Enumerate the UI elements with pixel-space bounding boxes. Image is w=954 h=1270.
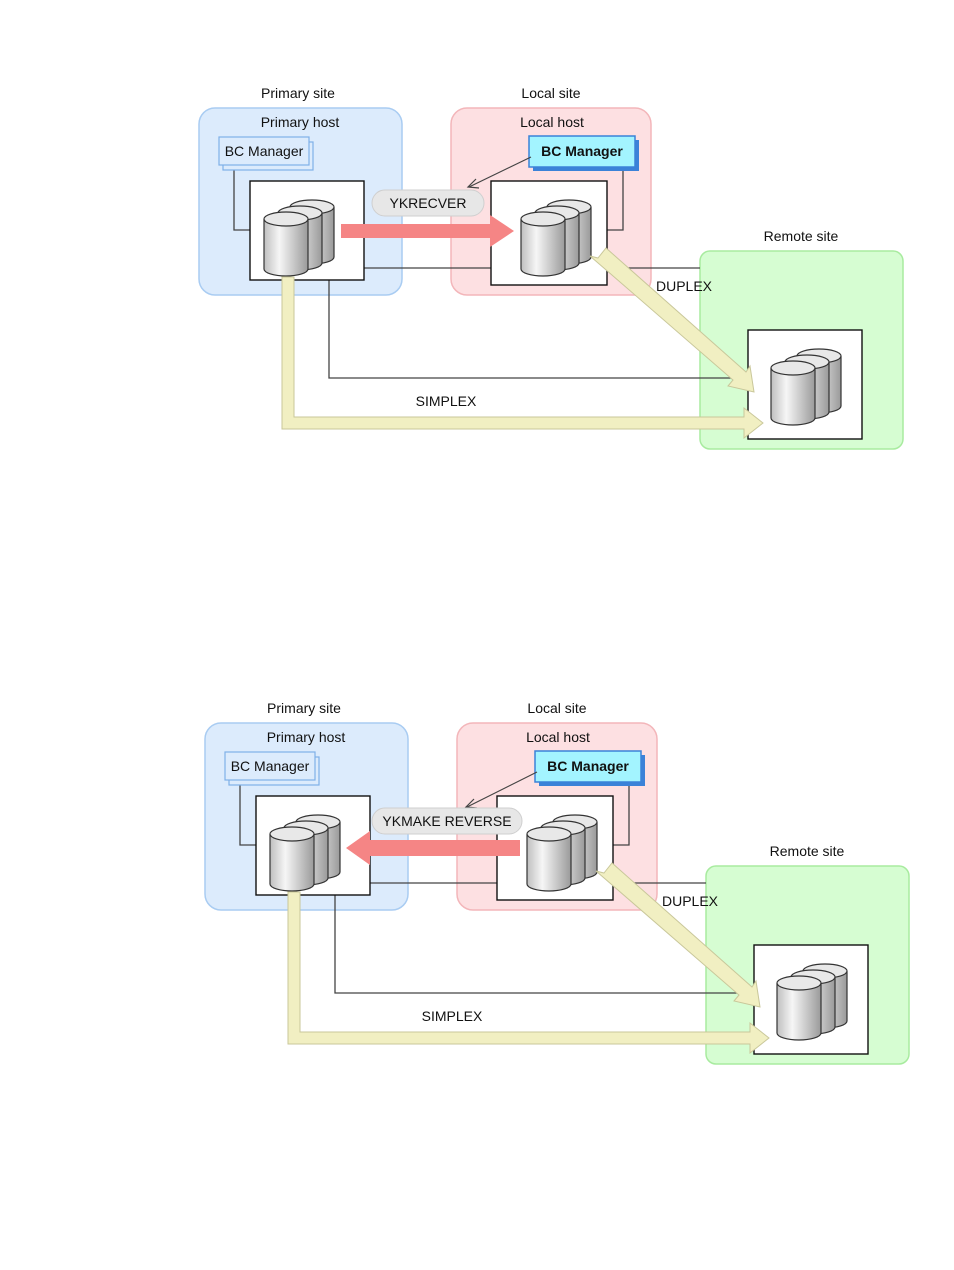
diagram-1: Primary site Local site Remote site Prim… (199, 85, 903, 449)
local-bc-manager: BC Manager (529, 136, 639, 171)
simplex-arrow (282, 277, 763, 438)
command-label: YKMAKE REVERSE (382, 813, 511, 829)
simplex-arrow (288, 892, 769, 1053)
local-site-label: Local site (521, 85, 580, 101)
primary-bc-manager-label: BC Manager (225, 143, 304, 159)
command-badge: YKMAKE REVERSE (372, 808, 522, 834)
local-bc-manager-label: BC Manager (541, 143, 623, 159)
local-host-label: Local host (520, 114, 584, 130)
duplex-label: DUPLEX (656, 278, 713, 294)
diagram-2: Primary site Local site Remote site Prim… (205, 700, 909, 1064)
command-label: YKRECVER (389, 195, 466, 211)
local-host-label: Local host (526, 729, 590, 745)
simplex-label: SIMPLEX (422, 1008, 483, 1024)
primary-site-label: Primary site (267, 700, 341, 716)
primary-bc-manager: BC Manager (219, 137, 313, 170)
local-bc-manager-label: BC Manager (547, 758, 629, 774)
primary-host-label: Primary host (261, 114, 340, 130)
local-site-label: Local site (527, 700, 586, 716)
local-bc-manager: BC Manager (535, 751, 645, 786)
primary-site-label: Primary site (261, 85, 335, 101)
simplex-label: SIMPLEX (416, 393, 477, 409)
primary-bc-manager: BC Manager (225, 752, 319, 785)
primary-bc-manager-label: BC Manager (231, 758, 310, 774)
duplex-label: DUPLEX (662, 893, 719, 909)
command-badge: YKRECVER (372, 190, 484, 216)
primary-host-label: Primary host (267, 729, 346, 745)
remote-site-label: Remote site (764, 228, 839, 244)
remote-site-label: Remote site (770, 843, 845, 859)
